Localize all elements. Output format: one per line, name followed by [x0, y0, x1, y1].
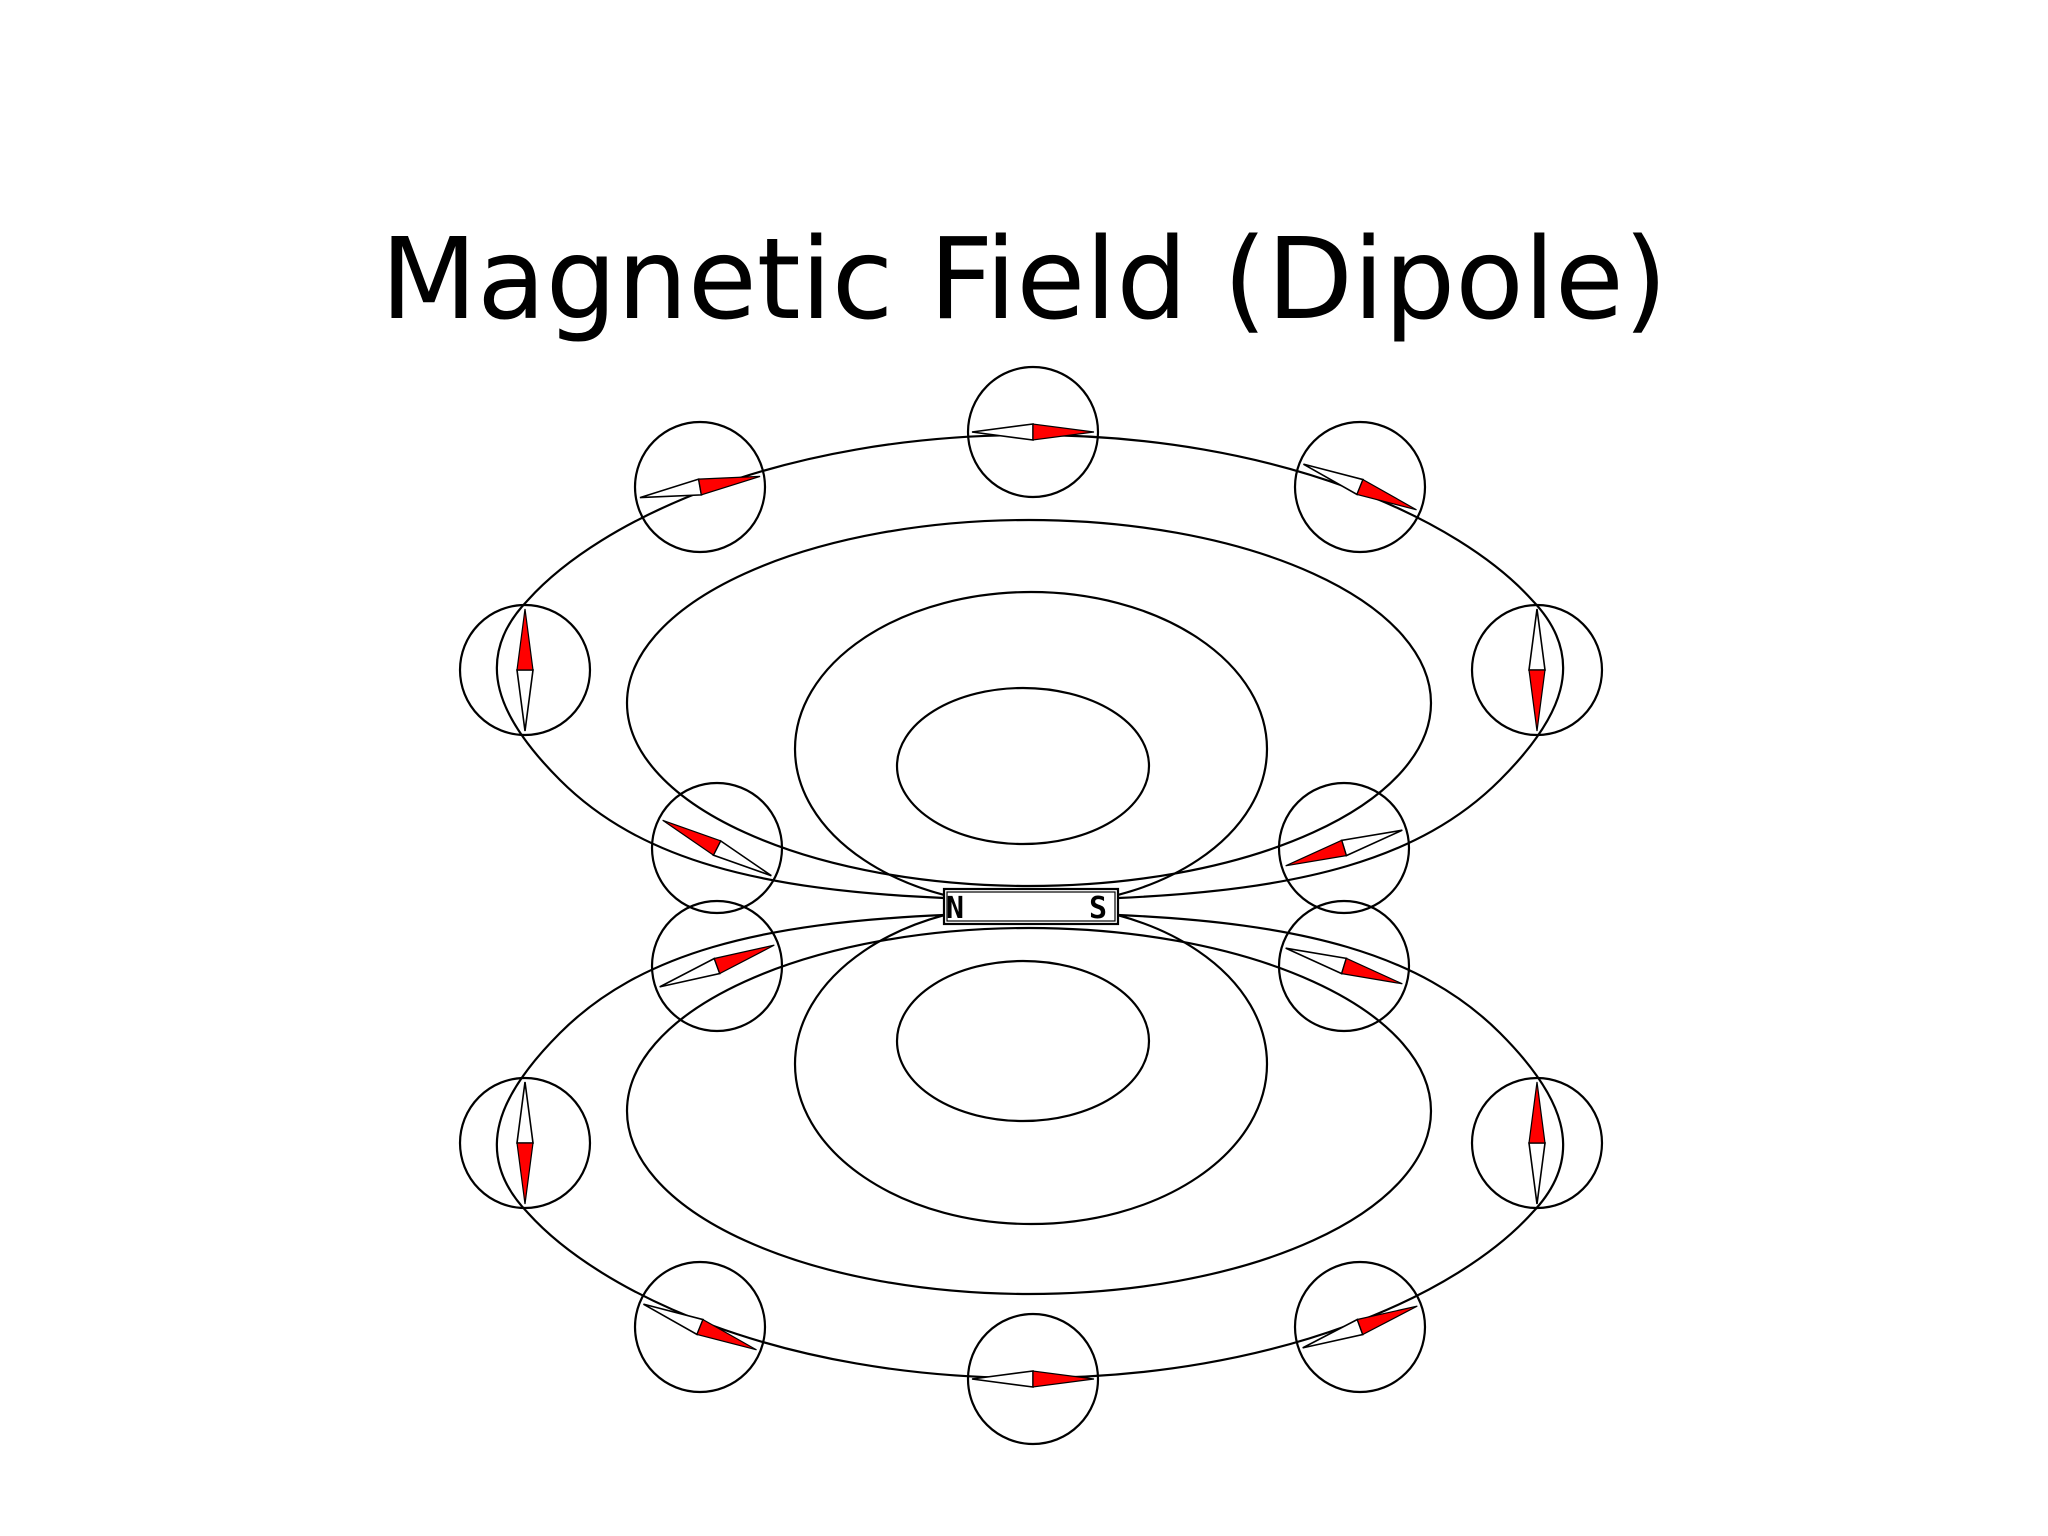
needle-south-half — [1285, 947, 1348, 975]
compass-needle — [1528, 1081, 1546, 1205]
upper-outer-loop — [625, 518, 1433, 888]
needle-north-half — [516, 608, 534, 671]
bar-magnet: N S — [942, 887, 1120, 926]
needle-north-half — [1032, 423, 1095, 441]
magnet-body — [942, 887, 1120, 926]
compass-ring — [650, 899, 784, 1033]
needle-south-half — [516, 669, 534, 732]
compass-top-1 — [633, 420, 767, 554]
needle-south-half — [971, 423, 1034, 441]
slide-title: Magnetic Field (Dipole) — [380, 215, 1668, 345]
needle-north-half — [516, 1142, 534, 1205]
compass-ring — [650, 781, 784, 915]
compass-needle — [516, 1081, 534, 1205]
needle-north-half — [1340, 957, 1403, 985]
needle-north-half — [1285, 839, 1348, 867]
compass-needle — [1302, 1305, 1418, 1349]
needle-north-half — [1032, 1370, 1095, 1388]
compass-bottom-1 — [633, 1260, 767, 1394]
lower-outer-loop — [625, 926, 1433, 1296]
needle-north-half — [662, 819, 722, 857]
compass-upper-right — [1470, 603, 1604, 737]
lower-inner-loop — [895, 959, 1151, 1123]
compass-ring — [1470, 1076, 1604, 1210]
north-pole-label: N — [946, 891, 964, 926]
needle-south-half — [971, 1370, 1034, 1388]
needle-north-half — [713, 944, 775, 975]
compass-needle — [639, 475, 761, 499]
needle-south-half — [712, 839, 772, 877]
compass-needle — [662, 819, 772, 877]
compass-inner-upper-right — [1277, 781, 1411, 915]
compass-needle — [643, 1303, 757, 1351]
compass-inner-lower-right — [1277, 899, 1411, 1033]
compass-top-2 — [966, 365, 1100, 499]
needle-north-half — [1356, 478, 1417, 511]
needle-north-half — [1356, 1305, 1418, 1336]
compass-bottom-3 — [1293, 1260, 1427, 1394]
compass-needle — [971, 423, 1095, 441]
compass-ring — [1277, 899, 1411, 1033]
compass-ring — [633, 420, 767, 554]
compass-needle — [1528, 608, 1546, 732]
compass-ring — [966, 365, 1100, 499]
compass-needle — [971, 1370, 1095, 1388]
compass-ring — [633, 1260, 767, 1394]
compass-needle — [1303, 463, 1417, 511]
needle-south-half — [516, 1081, 534, 1144]
compass-needle — [1285, 829, 1403, 867]
lower-middle-loop — [793, 902, 1269, 1226]
needle-south-half — [643, 1303, 705, 1336]
compass-ring — [458, 1076, 592, 1210]
compass-inner-lower-left — [650, 899, 784, 1033]
compass-ring — [1277, 781, 1411, 915]
compass-ring — [1293, 420, 1427, 554]
needle-north-half — [1528, 669, 1546, 732]
compass-needle — [516, 608, 534, 732]
compass-upper-left — [458, 603, 592, 737]
upper-middle-loop — [793, 590, 1269, 908]
compass-lower-left — [458, 1076, 592, 1210]
compass-bottom-2 — [966, 1312, 1100, 1446]
compass-needle — [659, 944, 775, 988]
compasses — [458, 365, 1604, 1446]
compass-ring — [966, 1312, 1100, 1446]
compass-ring — [1470, 603, 1604, 737]
upper-inner-loop — [895, 686, 1151, 846]
compass-ring — [1293, 1260, 1427, 1394]
compass-lower-right — [1470, 1076, 1604, 1210]
needle-south-half — [639, 478, 703, 499]
south-pole-label: S — [1089, 891, 1107, 926]
needle-north-half — [697, 475, 761, 496]
compass-top-3 — [1293, 420, 1427, 554]
magnet-inner-border — [946, 891, 1116, 922]
needle-south-half — [1528, 1142, 1546, 1205]
needle-south-half — [1340, 829, 1403, 857]
needle-south-half — [1528, 608, 1546, 671]
needle-north-half — [1528, 1081, 1546, 1144]
compass-needle — [1285, 947, 1403, 985]
compass-inner-upper-left — [650, 781, 784, 915]
needle-north-half — [696, 1318, 757, 1351]
compass-ring — [458, 603, 592, 737]
